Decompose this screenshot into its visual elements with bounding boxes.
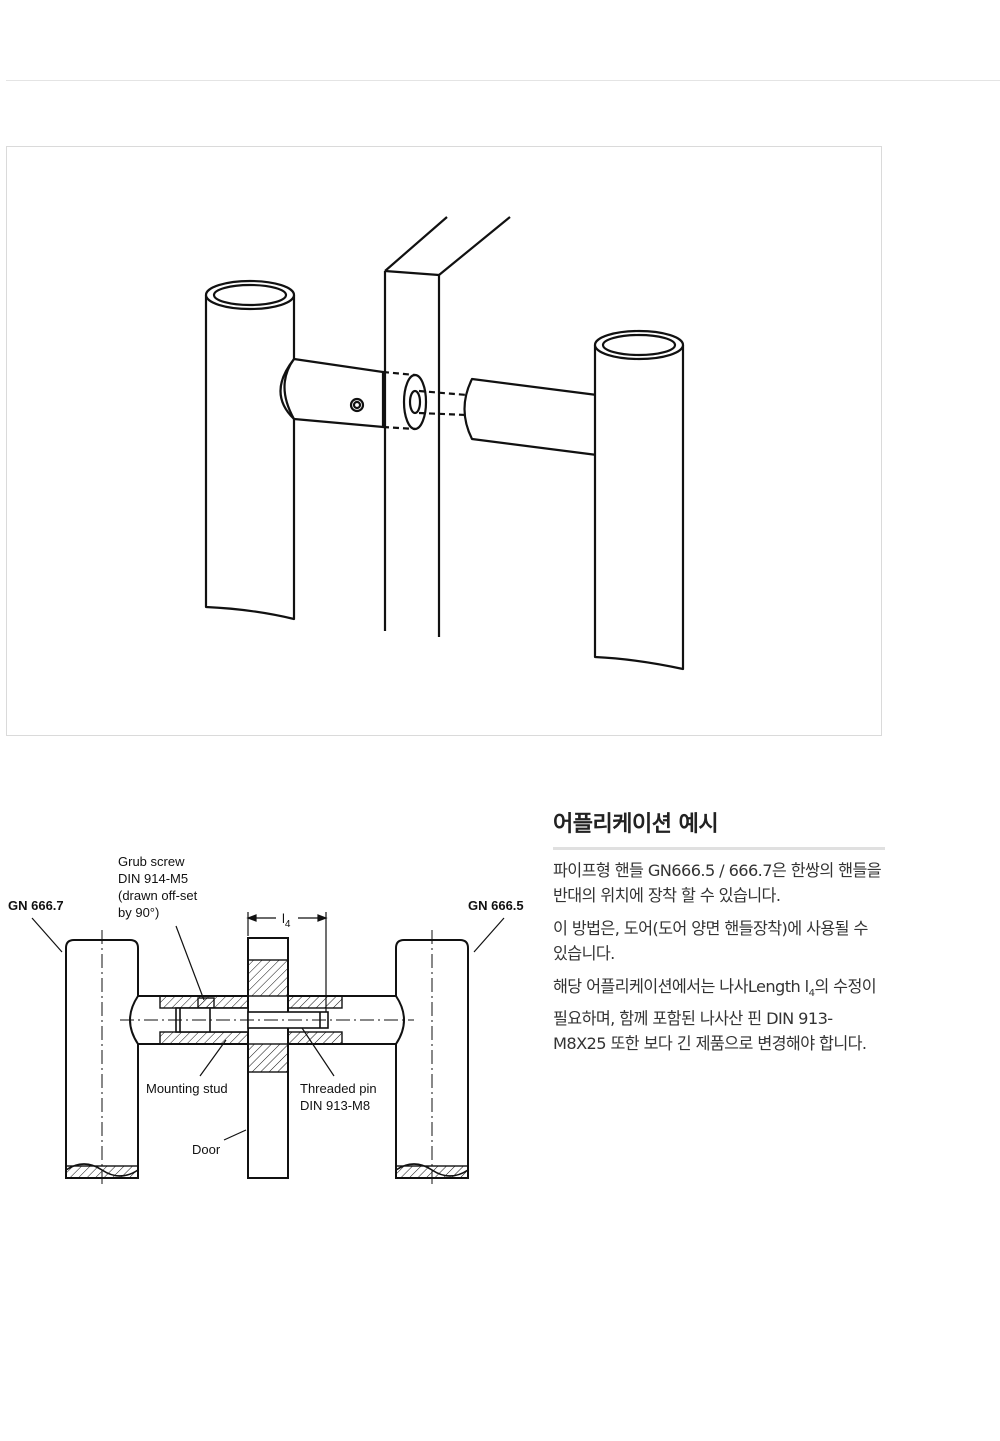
application-example-section: 어플리케이션 예시 파이프형 핸들 GN666.5 / 666.7은 한쌍의 핸… [553, 806, 885, 1056]
threaded-pin-label-line-2: DIN 913-M8 [300, 1098, 370, 1113]
paragraph-modification-note: 해당 어플리케이션에서는 나사Length l4의 수정이 필요하며, 함께 포… [553, 977, 877, 1054]
mounting-stud-label: Mounting stud [146, 1081, 228, 1096]
door-label: Door [192, 1142, 221, 1157]
length-dimension-label: l4 [282, 911, 291, 930]
left-handle-label: GN 666.7 [8, 898, 64, 913]
top-divider [6, 80, 1000, 81]
grub-screw-label-line-3: (drawn off-set [118, 888, 198, 903]
grub-screw-label-line-4: by 90°) [118, 905, 159, 920]
threaded-pin-label-line-1: Threaded pin [300, 1081, 377, 1096]
isometric-illustration [6, 146, 882, 736]
door-handle-pair-drawing [204, 216, 685, 671]
grub-screw-label-line-1: Grub screw [118, 854, 185, 869]
cross-section-drawing: GN 666.7 GN 666.5 Grub screw DIN 914-M5 … [8, 854, 524, 1185]
paragraph-pair-mounting: 파이프형 핸들 GN666.5 / 666.7은 한쌍의 핸들을 반대의 위치에… [553, 861, 882, 905]
section-title: 어플리케이션 예시 [553, 806, 885, 850]
paragraph-door-use: 이 방법은, 도어(도어 양면 핸들장착)에 사용될 수 있습니다. [553, 919, 868, 963]
grub-screw-label-line-2: DIN 914-M5 [118, 871, 188, 886]
right-handle-label: GN 666.5 [468, 898, 524, 913]
